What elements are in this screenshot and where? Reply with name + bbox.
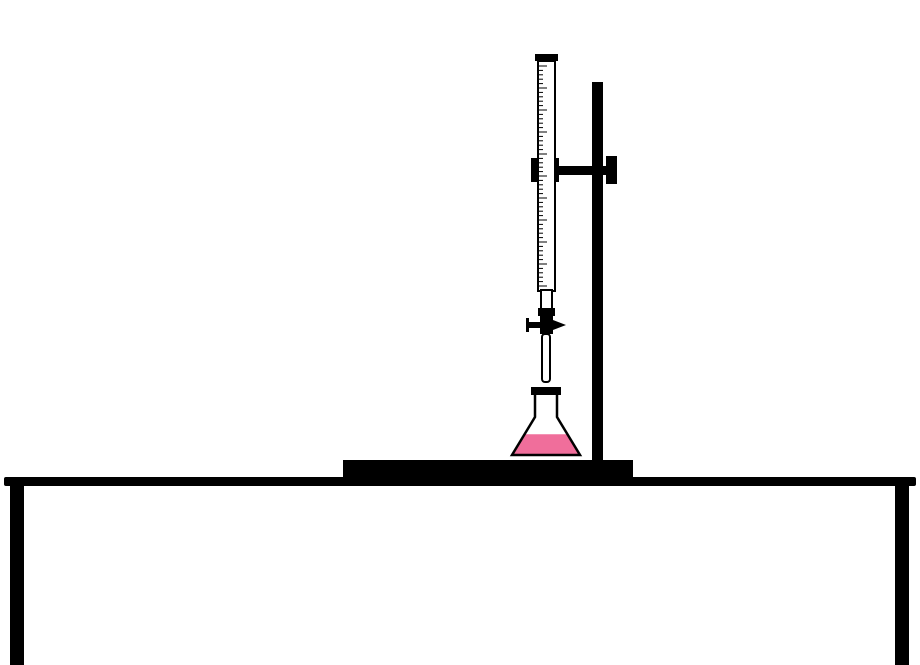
stopcock-handle-right	[553, 320, 566, 330]
table-leg-right	[895, 484, 909, 665]
clamp-arm	[549, 166, 611, 175]
burette	[535, 54, 558, 311]
burette-lower-neck	[540, 289, 553, 311]
lab-table	[4, 477, 916, 665]
stopcock-body	[540, 316, 553, 334]
stand-base	[343, 460, 633, 479]
stopcock	[526, 308, 566, 334]
clamp-jaw-left	[531, 158, 539, 182]
stopcock-collar	[538, 308, 555, 316]
flask-solution	[512, 434, 580, 455]
stopcock-knob	[526, 318, 529, 332]
table-leg-left	[10, 484, 24, 665]
erlenmeyer-flask	[509, 387, 583, 457]
table-top	[4, 477, 916, 486]
stand-rod	[592, 82, 603, 462]
burette-tip	[541, 333, 551, 383]
burette-graduations	[538, 65, 547, 287]
flask-rim	[531, 387, 561, 395]
flask-outline	[509, 395, 583, 457]
clamp-boss	[606, 156, 617, 184]
stopcock-handle-left	[527, 322, 541, 328]
burette-top-rim	[535, 54, 558, 61]
